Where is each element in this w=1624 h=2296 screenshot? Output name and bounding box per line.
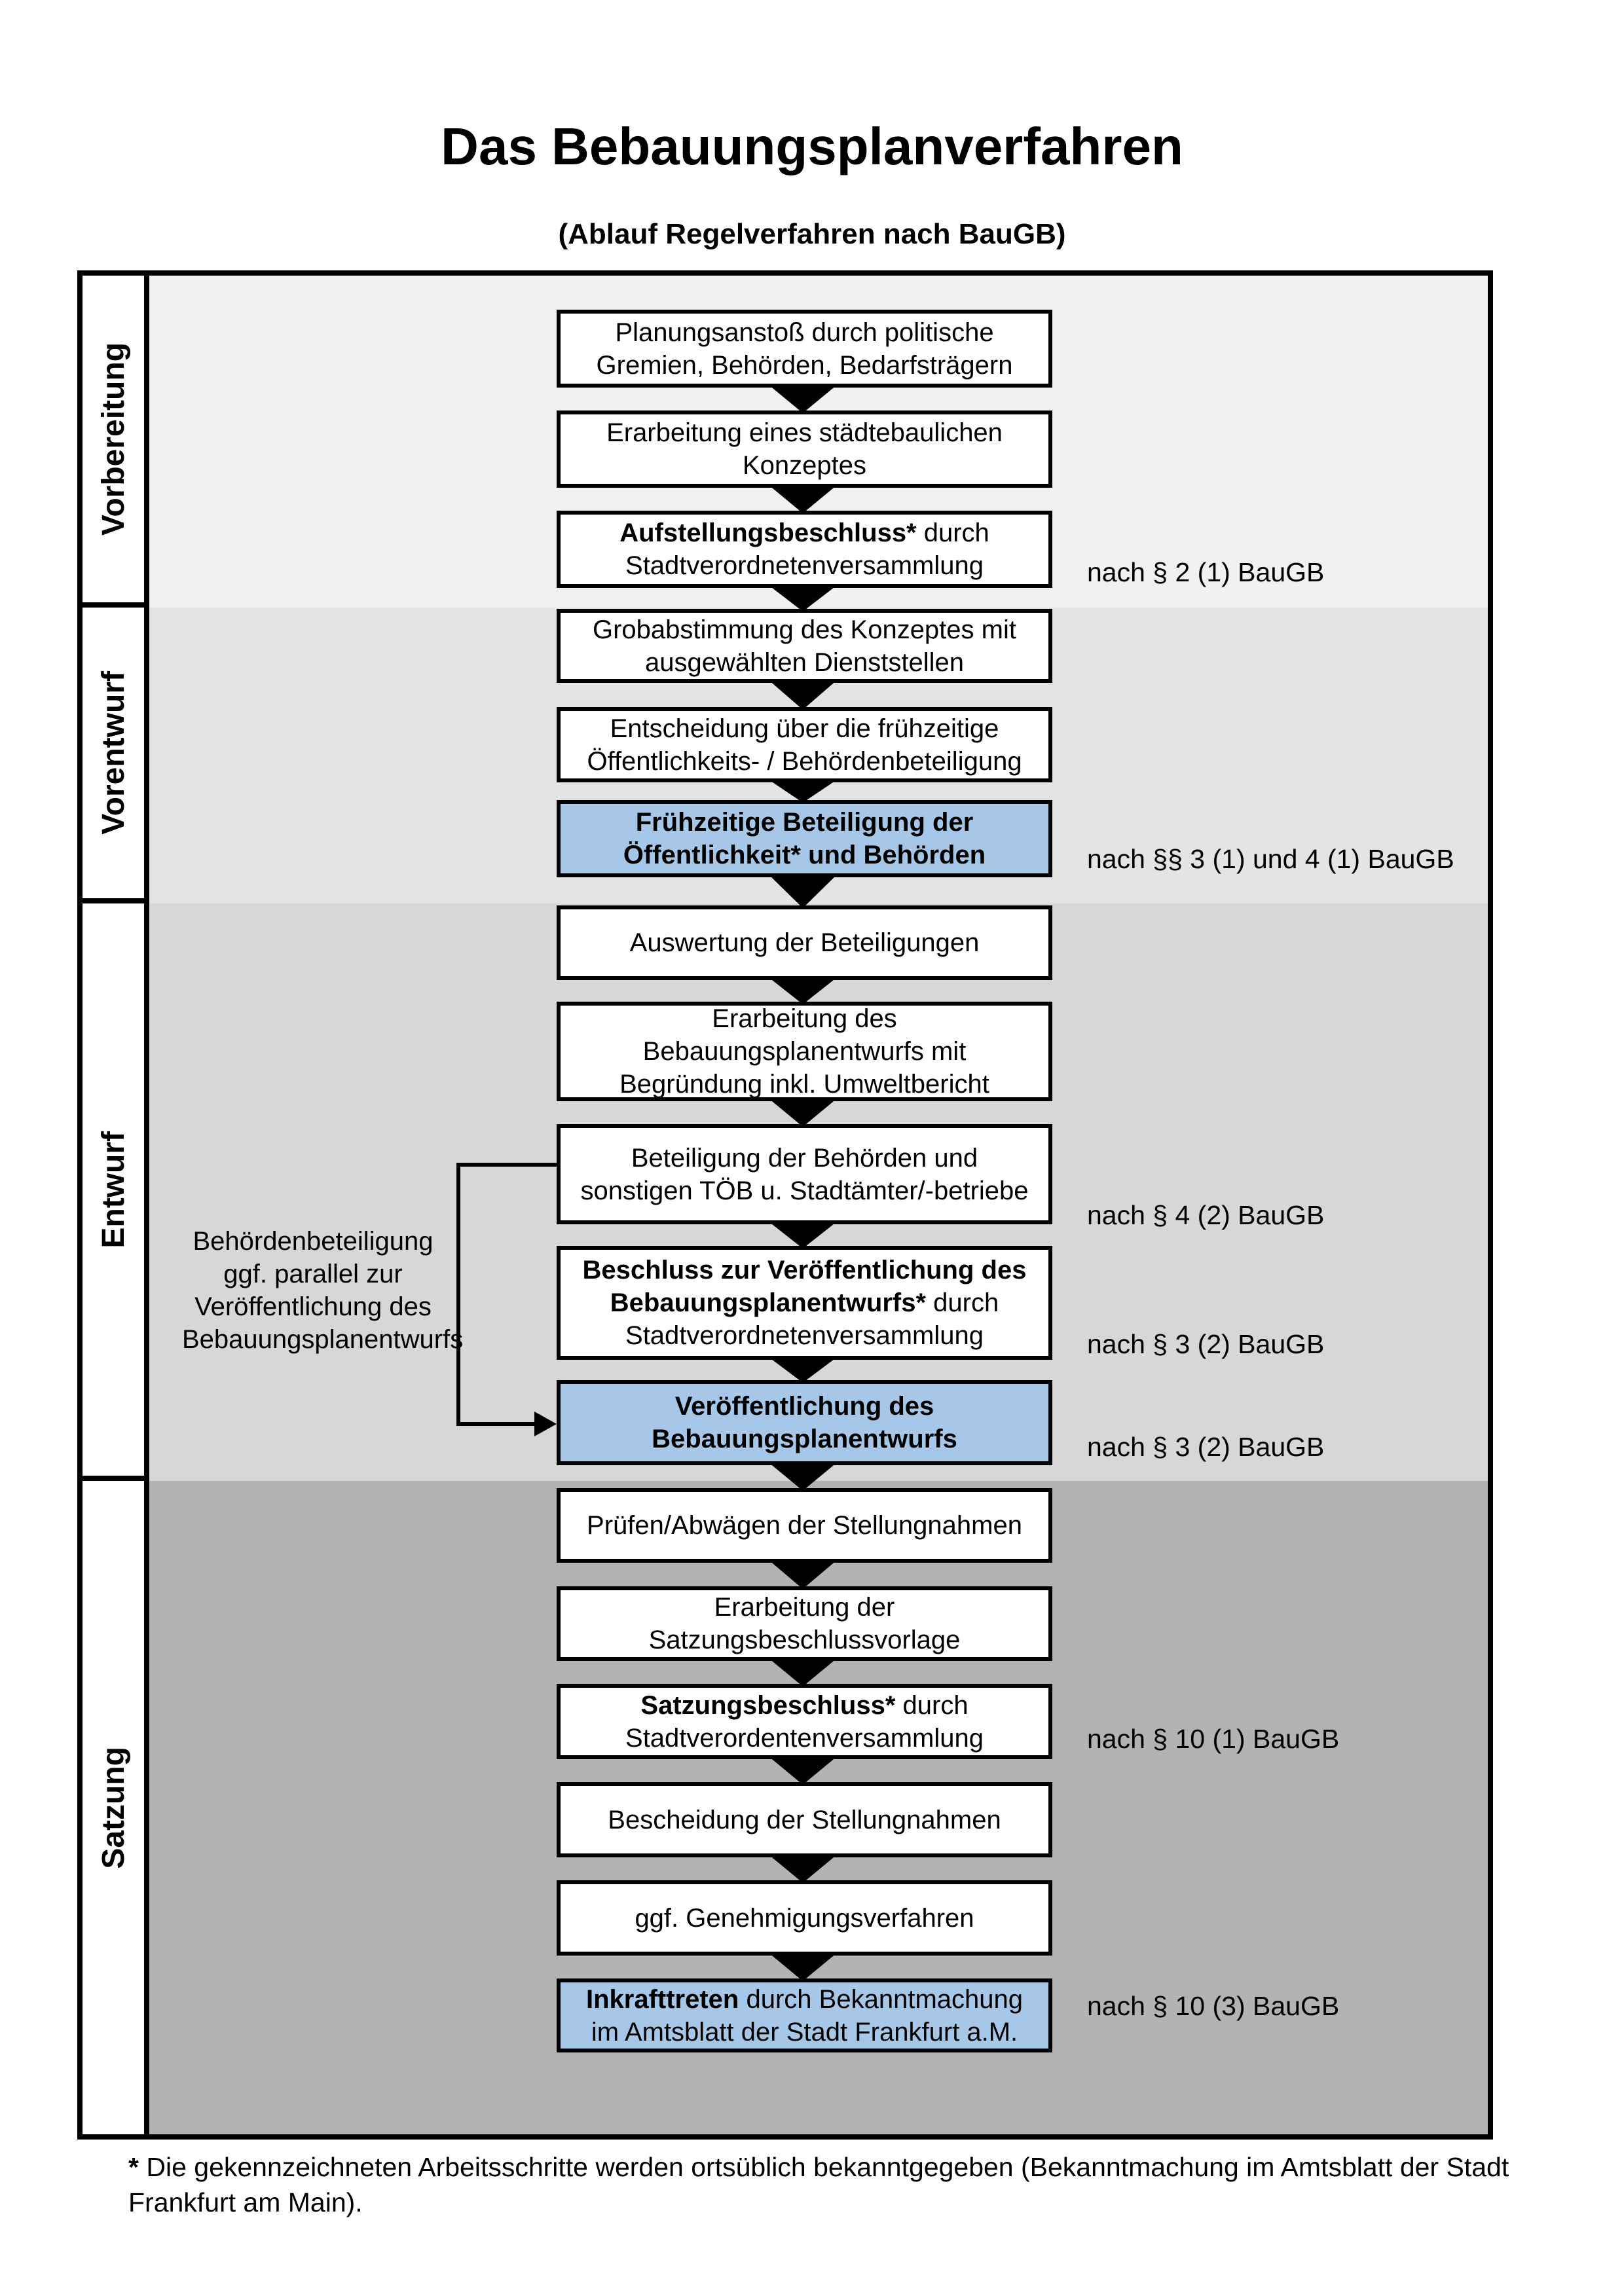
step-konzept-erarbeitung: Erarbeitung eines städtebaulichen Konzep… <box>557 410 1052 488</box>
flow-arrow-down-icon <box>769 1658 837 1686</box>
diagram-canvas: Vorbereitung Vorentwurf Entwurf Satzung … <box>83 276 1488 2134</box>
step-text-bold: Frühzeitige Beteiligung der Öffentlichke… <box>623 808 986 869</box>
step-genehmigungsverfahren: ggf. Genehmigungsverfahren <box>557 1880 1052 1956</box>
phase-label-cell-vorentwurf: Vorentwurf <box>83 608 149 903</box>
page-subtitle: (Ablauf Regelverfahren nach BauGB) <box>558 218 1066 250</box>
step-text: durch Bekanntmachung im Amtsblatt der St… <box>591 1984 1023 2047</box>
flow-arrow-down-icon <box>769 780 837 803</box>
flow-arrow-down-icon <box>769 1855 837 1883</box>
flow-arrow-down-icon <box>769 1357 837 1383</box>
flow-arrow-down-icon <box>769 1560 837 1589</box>
step-text: Erarbeitung der Satzungsbeschlussvorlage <box>648 1593 961 1654</box>
parallel-connector-top-line <box>456 1163 557 1167</box>
step-text: Planungsanstoß durch politische Gremien,… <box>596 318 1013 380</box>
step-text-bold: Beschluss zur Veröffentlichung des Bebau… <box>582 1256 1027 1317</box>
step-text: Entscheidung über die frühzeitige Öffent… <box>587 714 1022 776</box>
flow-arrow-down-icon <box>769 977 837 1004</box>
step-satzungsvorlage: Erarbeitung der Satzungsbeschlussvorlage <box>557 1586 1052 1661</box>
phase-label-satzung: Satzung <box>96 1746 131 1869</box>
step-text: Erarbeitung des Bebauungsplanentwurfs mi… <box>619 1004 989 1099</box>
phase-label-cell-vorbereitung: Vorbereitung <box>83 276 149 608</box>
page-title: Das Bebauungsplanverfahren <box>441 117 1183 175</box>
step-veroeffentlichung: Veröffentlichung des Bebauungsplanentwur… <box>557 1380 1052 1465</box>
flow-arrow-down-icon <box>769 385 837 413</box>
step-inkrafttreten: Inkrafttreten durch Bekanntmachung im Am… <box>557 1978 1052 2052</box>
legal-ref-fruehzeitige-beteiligung: nach §§ 3 (1) und 4 (1) BauGB <box>1087 844 1454 874</box>
footnote-asterisk: * <box>128 2152 139 2182</box>
step-planungsanstoss: Planungsanstoß durch politische Gremien,… <box>557 310 1052 388</box>
step-text-bold: Inkrafttreten <box>585 1984 739 2014</box>
step-text-bold: Aufstellungsbeschluss* <box>619 519 917 547</box>
step-veroeffentlichungsbeschluss: Beschluss zur Veröffentlichung des Bebau… <box>557 1246 1052 1360</box>
legal-ref-aufstellungsbeschluss: nach § 2 (1) BauGB <box>1087 557 1325 587</box>
step-text: Auswertung der Beteiligungen <box>629 928 980 957</box>
step-entwurf-erarbeitung: Erarbeitung des Bebauungsplanentwurfs mi… <box>557 1002 1052 1101</box>
flow-arrow-down-icon <box>769 485 837 513</box>
legal-ref-veroeffentlichungsbeschluss: nach § 3 (2) BauGB <box>1087 1329 1325 1359</box>
step-pruefen-abwaegen: Prüfen/Abwägen der Stellungnahmen <box>557 1488 1052 1563</box>
flow-arrow-down-icon <box>769 585 837 611</box>
parallel-connector-vertical-line <box>456 1163 460 1426</box>
step-auswertung: Auswertung der Beteiligungen <box>557 905 1052 980</box>
flow-arrow-down-icon <box>769 1757 837 1785</box>
phase-label-cell-entwurf: Entwurf <box>83 903 149 1481</box>
phase-label-vorbereitung: Vorbereitung <box>96 342 131 536</box>
flow-arrow-down-icon <box>769 1953 837 1981</box>
footnote-text: Die gekennzeichneten Arbeitsschritte wer… <box>128 2152 1509 2217</box>
parallel-note: Behördenbeteiligung ggf. parallel zur Ve… <box>182 1227 464 1354</box>
step-text: Grobabstimmung des Konzeptes mit ausgewä… <box>593 615 1016 677</box>
step-text: durch Stadtverordnetenversammlung <box>625 1288 999 1350</box>
step-text-bold: Veröffentlichung des Bebauungsplanentwur… <box>652 1392 957 1453</box>
step-entscheidung-beteiligung: Entscheidung über die frühzeitige Öffent… <box>557 707 1052 782</box>
step-grobabstimmung: Grobabstimmung des Konzeptes mit ausgewä… <box>557 609 1052 683</box>
step-text: Beteiligung der Behörden und sonstigen T… <box>580 1143 1029 1205</box>
flow-arrow-down-icon <box>769 1463 837 1491</box>
step-behoerdenbeteiligung: Beteiligung der Behörden und sonstigen T… <box>557 1124 1052 1224</box>
phase-label-vorentwurf: Vorentwurf <box>96 671 131 835</box>
flow-arrow-down-icon <box>769 1099 837 1127</box>
parallel-connector-bottom-line <box>456 1422 535 1426</box>
footnote: * Die gekennzeichneten Arbeitsschritte w… <box>128 2149 1549 2220</box>
step-text: durch Stadtverordentenversammlung <box>625 1690 984 1753</box>
process-diagram-frame: Vorbereitung Vorentwurf Entwurf Satzung … <box>77 270 1493 2140</box>
step-satzungsbeschluss: Satzungsbeschluss* durch Stadtverordente… <box>557 1684 1052 1759</box>
legal-ref-veroeffentlichung: nach § 3 (2) BauGB <box>1087 1432 1325 1462</box>
phase-label-cell-satzung: Satzung <box>83 1481 149 2134</box>
step-bescheidung: Bescheidung der Stellungnahmen <box>557 1782 1052 1857</box>
step-aufstellungsbeschluss: Aufstellungsbeschluss* durch Stadtverord… <box>557 511 1052 588</box>
legal-ref-satzungsbeschluss: nach § 10 (1) BauGB <box>1087 1724 1340 1754</box>
legal-ref-inkrafttreten: nach § 10 (3) BauGB <box>1087 1991 1340 2021</box>
step-text-bold: Satzungsbeschluss* <box>640 1690 896 1720</box>
step-text: Erarbeitung eines städtebaulichen Konzep… <box>606 418 1003 480</box>
phase-label-entwurf: Entwurf <box>96 1131 131 1248</box>
flow-arrow-down-icon <box>769 680 837 710</box>
step-fruehzeitige-beteiligung: Frühzeitige Beteiligung der Öffentlichke… <box>557 800 1052 877</box>
flow-arrow-down-icon <box>769 1222 837 1248</box>
step-text: Bescheidung der Stellungnahmen <box>608 1805 1001 1834</box>
legal-ref-behoerdenbeteiligung: nach § 4 (2) BauGB <box>1087 1200 1325 1230</box>
step-text: Prüfen/Abwägen der Stellungnahmen <box>587 1511 1022 1540</box>
step-text: ggf. Genehmigungsverfahren <box>635 1903 974 1933</box>
flow-arrow-down-icon <box>769 875 837 908</box>
parallel-connector-arrowhead-icon <box>534 1412 557 1436</box>
step-text: durch Stadtverordnetenversammlung <box>625 519 989 580</box>
